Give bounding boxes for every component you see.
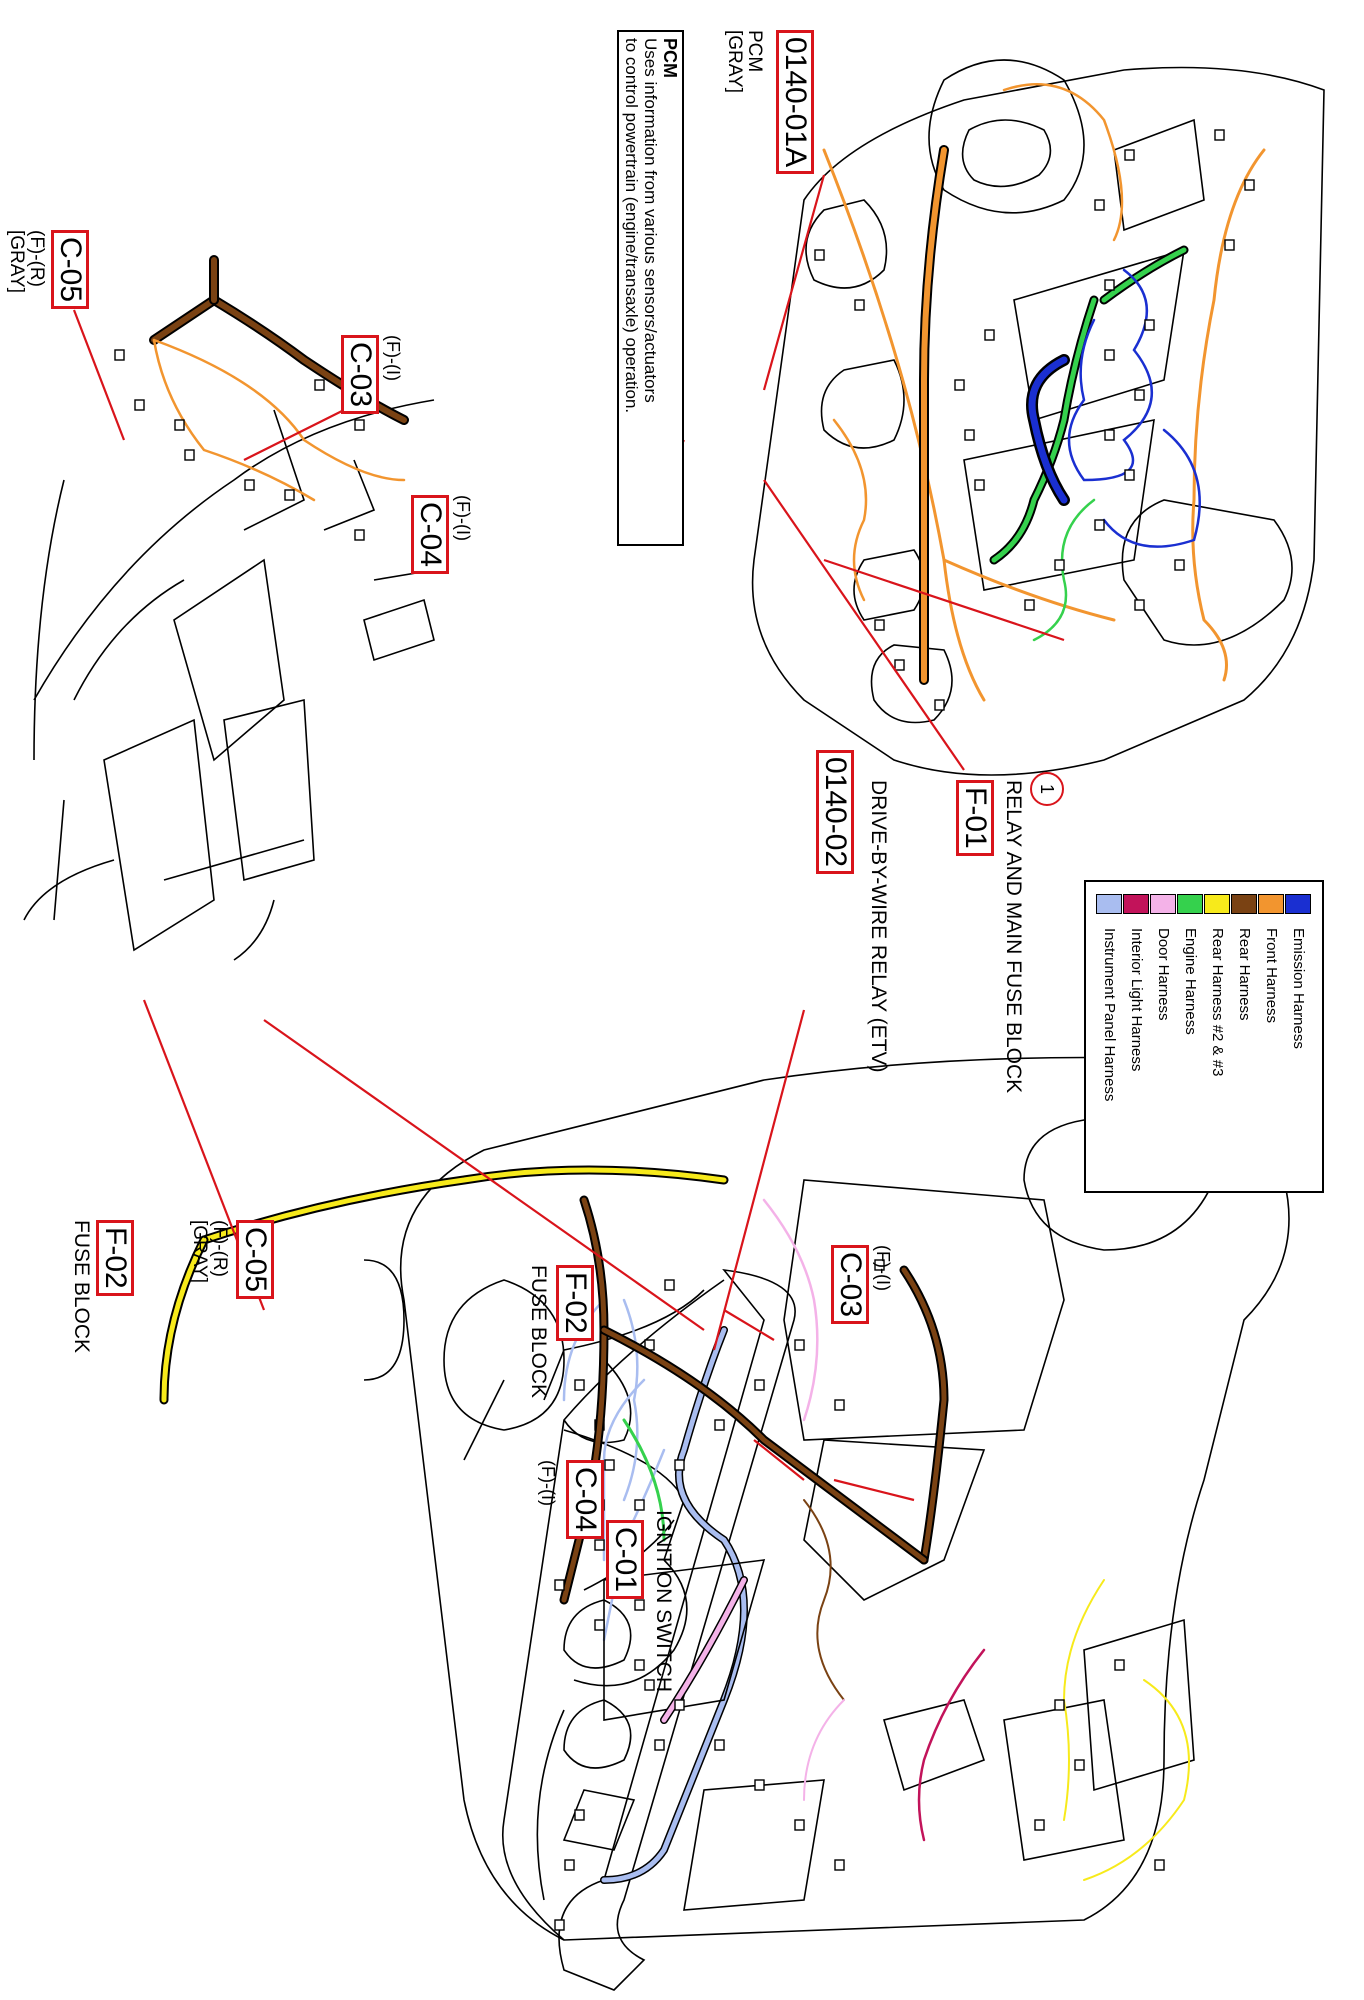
pcm-description-box: PCM Uses information from various sensor…: [617, 30, 684, 546]
legend-label: Rear Harness: [1236, 928, 1253, 1021]
legend-swatch: [1285, 894, 1312, 914]
legend-label: Front Harness: [1263, 928, 1280, 1024]
legend-label: Emission Harness: [1290, 928, 1307, 1049]
pcm-main-desc-line: [GRAY]: [724, 30, 745, 93]
connector-c01-panel-code: C-01: [606, 1520, 644, 1600]
connector-0140-01a-code: 0140-01A: [776, 30, 814, 175]
pcm-note-text: to control powertrain (engine/transaxle)…: [622, 38, 641, 414]
leader-lines: [72, 174, 1065, 1502]
instrument-panel-harness: [562, 1298, 748, 1884]
vehicle-body-harness: [159, 1165, 1190, 1881]
connector-c05-bottom-code: C-05: [236, 1220, 274, 1300]
connector-f02-panel-code: F-02: [556, 1265, 594, 1341]
legend-label: Instrument Panel Harness: [1101, 928, 1118, 1102]
legend-item: Front Harness: [1258, 894, 1285, 1179]
f01-desc: RELAY AND MAIN FUSE BLOCK: [1002, 780, 1025, 1094]
legend-label: Door Harness: [1155, 928, 1172, 1021]
legend-swatch: [1123, 894, 1150, 914]
legend-label: Engine Harness: [1182, 928, 1199, 1035]
pcm-note-title: PCM: [660, 38, 680, 78]
c05-top-desc-line: [GRAY]: [6, 230, 27, 293]
c01-panel-desc: IGNITION SWITCH: [652, 1510, 675, 1692]
harness-legend: Emission Harness Front Harness Rear Harn…: [1084, 880, 1324, 1193]
c03-panel-suffix: (F)-(I): [873, 1245, 893, 1291]
c04-top-suffix: (F)-(I): [453, 495, 473, 541]
legend-item: Rear Harness #2 & #3: [1204, 894, 1231, 1179]
c05-top-desc-line: (F)-(R): [26, 230, 47, 287]
legend-swatch: [1204, 894, 1231, 914]
c05-bottom-desc: (F)-(R) [GRAY]: [189, 1220, 230, 1400]
pcm-main-desc: PCM [GRAY]: [724, 30, 765, 190]
steering-column-view: [23, 399, 435, 961]
connector-c03-top-code: C-03: [341, 335, 379, 415]
c04-panel-suffix: (F)-(I): [538, 1460, 558, 1506]
legend-label: Interior Light Harness: [1128, 928, 1145, 1072]
legend-swatch: [1258, 894, 1285, 914]
engine-bay-connectors: [814, 129, 1255, 711]
legend-item: Instrument Panel Harness: [1096, 894, 1123, 1179]
legend-item: Interior Light Harness: [1123, 894, 1150, 1179]
connector-c04-panel-code: C-04: [566, 1460, 604, 1540]
connector-f01-code: F-01: [956, 780, 994, 856]
legend-swatch: [1231, 894, 1258, 914]
legend-swatch: [1150, 894, 1177, 914]
c05-bottom-desc-line: (F)-(R): [209, 1220, 230, 1277]
c03-top-suffix: (F)-(I): [383, 335, 403, 381]
connector-c05-top-code: C-05: [51, 230, 89, 310]
pcm-note-text: Uses information from various sensors/ac…: [641, 38, 660, 403]
engine-bay-harness: [822, 83, 1266, 702]
connector-f02-bottom-code: F-02: [96, 1220, 134, 1296]
f02-bottom-desc: FUSE BLOCK: [70, 1220, 93, 1354]
legend-swatch: [1177, 894, 1204, 914]
legend-item: Door Harness: [1150, 894, 1177, 1179]
f02-panel-desc: FUSE BLOCK: [527, 1265, 550, 1399]
legend-item: Emission Harness: [1285, 894, 1312, 1179]
steering-connectors: [114, 349, 365, 541]
c05-top-desc: (F)-(R) [GRAY]: [6, 230, 47, 410]
connector-etv-code: 0140-02: [816, 750, 854, 875]
connector-c04-top-code: C-04: [411, 495, 449, 575]
legend-label: Rear Harness #2 & #3: [1209, 928, 1226, 1077]
callout-number-1: 1: [1030, 772, 1064, 806]
legend-item: Rear Harness: [1231, 894, 1258, 1179]
etv-desc: DRIVE-BY-WIRE RELAY (ETV): [867, 780, 890, 1073]
c05-bottom-desc-line: [GRAY]: [189, 1220, 210, 1283]
legend-item: Engine Harness: [1177, 894, 1204, 1179]
connector-c03-panel-code: C-03: [831, 1245, 869, 1325]
pcm-main-desc-line: PCM: [744, 30, 765, 73]
legend-swatch: [1096, 894, 1123, 914]
